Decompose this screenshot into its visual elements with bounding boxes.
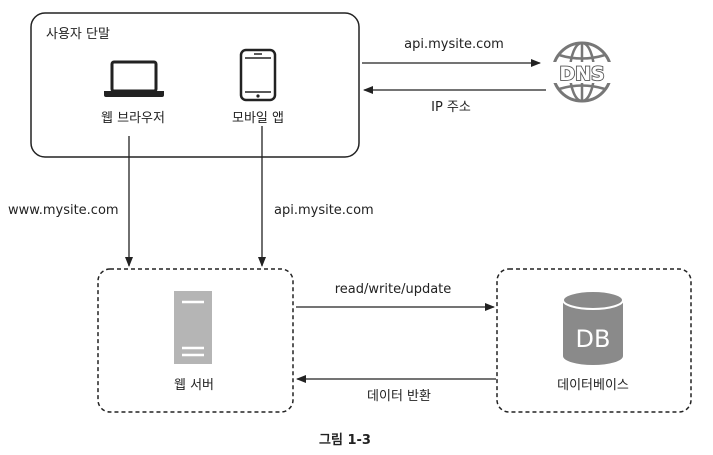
server-icon (174, 291, 212, 364)
database-group: DB 데이터베이스 (496, 268, 692, 413)
web-server-label: 웹 서버 (174, 378, 214, 393)
browser-to-web-label: www.mysite.com (8, 203, 119, 218)
client-device-box (30, 12, 360, 158)
dns-request-label: api.mysite.com (404, 37, 504, 52)
figure-caption: 그림 1-3 (319, 433, 371, 448)
laptop-icon (104, 60, 164, 97)
globe-icon: DNS (545, 41, 619, 103)
web-server-group: 웹 서버 (97, 268, 294, 413)
web-to-db-label: read/write/update (335, 282, 452, 297)
db-icon-text: DB (576, 325, 611, 353)
database-label: 데이터베이스 (557, 378, 629, 393)
mobile-app-label: 모바일 앱 (232, 111, 284, 126)
web-server-box (97, 268, 294, 413)
client-device-title: 사용자 단말 (46, 27, 110, 42)
dns-icon-text: DNS (559, 63, 604, 85)
database-box (496, 268, 692, 413)
dns-response-label: IP 주소 (431, 100, 471, 115)
smartphone-icon (239, 48, 277, 102)
database-icon: DB (562, 290, 624, 365)
db-to-web-label: 데이터 반환 (367, 389, 431, 404)
app-to-web-label: api.mysite.com (274, 203, 374, 218)
web-browser-label: 웹 브라우저 (101, 111, 165, 126)
client-device-group: 사용자 단말 웹 브라우저 모바일 앱 (30, 12, 360, 158)
